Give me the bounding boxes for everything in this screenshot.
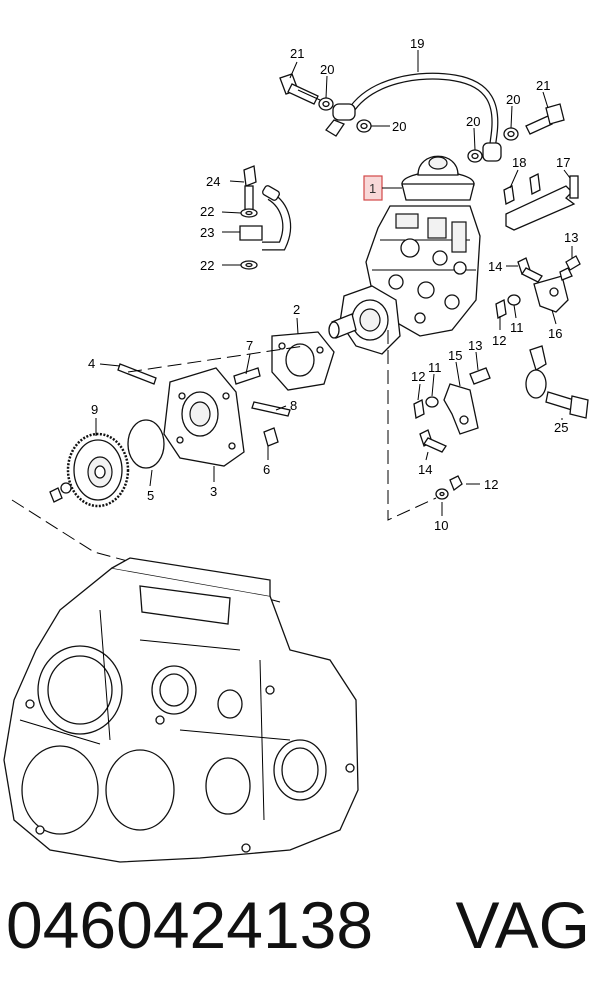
callout-19: 19 <box>410 36 424 51</box>
gasket-2 <box>271 331 335 391</box>
engine-block <box>3 557 359 863</box>
footer: 0460424138 VAG <box>0 880 600 990</box>
callout-4: 4 <box>88 356 95 371</box>
callout-20: 20 <box>392 119 406 134</box>
injection-pump <box>328 155 481 355</box>
callout-16: 16 <box>548 326 562 341</box>
banjo-fitting-25 <box>525 345 589 419</box>
callout-20: 20 <box>320 62 334 77</box>
callout-14: 14 <box>488 259 502 274</box>
callout-11: 11 <box>428 360 442 375</box>
callout-2: 2 <box>293 302 300 317</box>
callout-labels: 21 19 20 20 21 20 20 18 17 1 24 22 23 22… <box>88 36 578 533</box>
callout-21: 21 <box>290 46 304 61</box>
callout-14: 14 <box>418 462 432 477</box>
return-pipe-assembly <box>239 165 292 270</box>
brand-name: VAG <box>455 888 590 962</box>
bracket-16 <box>495 255 581 319</box>
flange-plate-3 <box>163 367 245 467</box>
nut-and-washer <box>435 475 463 500</box>
callout-23: 23 <box>200 225 214 240</box>
gear-9 <box>49 432 130 508</box>
callout-1: 1 <box>369 181 376 196</box>
callout-5: 5 <box>147 488 154 503</box>
callout-15: 15 <box>448 348 462 363</box>
part-number: 0460424138 <box>6 888 374 962</box>
callout-25: 25 <box>554 420 568 435</box>
callout-12: 12 <box>411 369 425 384</box>
callout-24: 24 <box>206 174 220 189</box>
callout-3: 3 <box>210 484 217 499</box>
callout-6: 6 <box>263 462 270 477</box>
fuel-hose-assembly <box>279 72 565 163</box>
callout-20: 20 <box>466 114 480 129</box>
callout-22: 22 <box>200 204 214 219</box>
callout-20: 20 <box>506 92 520 107</box>
bracket-17 <box>503 173 579 231</box>
callout-17: 17 <box>556 155 570 170</box>
callout-21: 21 <box>536 78 550 93</box>
studs <box>117 363 291 447</box>
callout-13: 13 <box>564 230 578 245</box>
callout-12: 12 <box>484 477 498 492</box>
callout-11: 11 <box>510 320 524 335</box>
callout-13: 13 <box>468 338 482 353</box>
callout-22: 22 <box>200 258 214 273</box>
leader-lines <box>95 50 573 516</box>
exploded-parts-diagram: 21 19 20 20 21 20 20 18 17 1 24 22 23 22… <box>3 36 589 863</box>
bracket-15 <box>413 367 491 453</box>
callout-10: 10 <box>434 518 448 533</box>
callout-18: 18 <box>512 155 526 170</box>
callout-9: 9 <box>91 402 98 417</box>
seal-5 <box>127 419 165 469</box>
callout-12: 12 <box>492 333 506 348</box>
callout-7: 7 <box>246 338 253 353</box>
callout-8: 8 <box>290 398 297 413</box>
